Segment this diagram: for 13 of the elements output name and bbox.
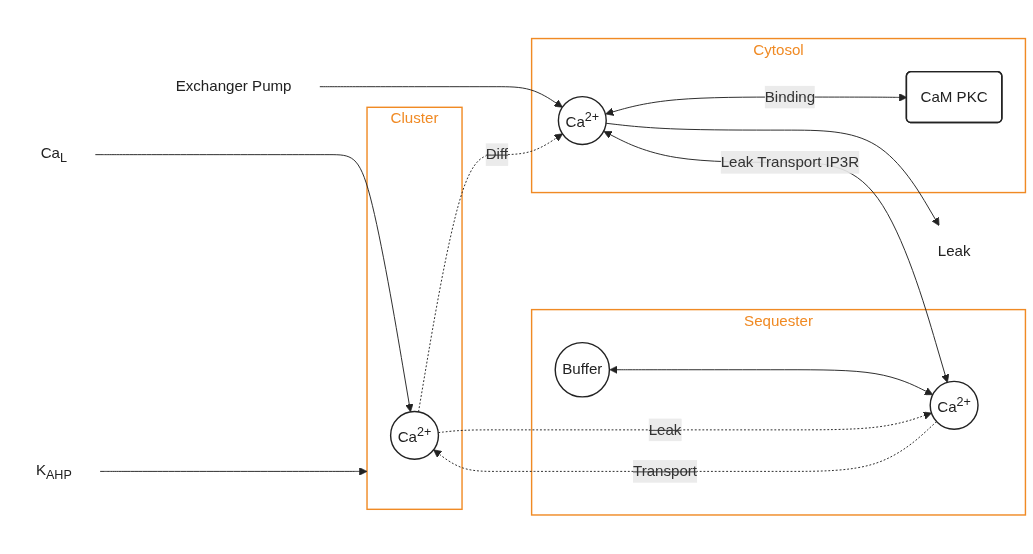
edge-label: Leak bbox=[648, 421, 682, 438]
node-circle: Ca$^{2+}$ bbox=[557, 96, 607, 146]
node-text: Leak bbox=[937, 242, 971, 259]
node-circle: Buffer bbox=[554, 342, 611, 398]
edge-label: Leak Transport IP3R bbox=[720, 154, 860, 171]
edge-label: Binding bbox=[764, 88, 816, 105]
node-text: K$_{AHP}$ bbox=[35, 461, 72, 482]
node-circle: Ca$^{2+}$ bbox=[389, 411, 440, 461]
node-text: Exchanger Pump bbox=[175, 78, 292, 95]
edge-label: Diff bbox=[485, 146, 509, 163]
node-circle: Ca$^{2+}$ bbox=[929, 380, 979, 431]
edge-label: Transport bbox=[633, 463, 698, 480]
node-text: Ca$_{L}$ bbox=[40, 144, 68, 165]
